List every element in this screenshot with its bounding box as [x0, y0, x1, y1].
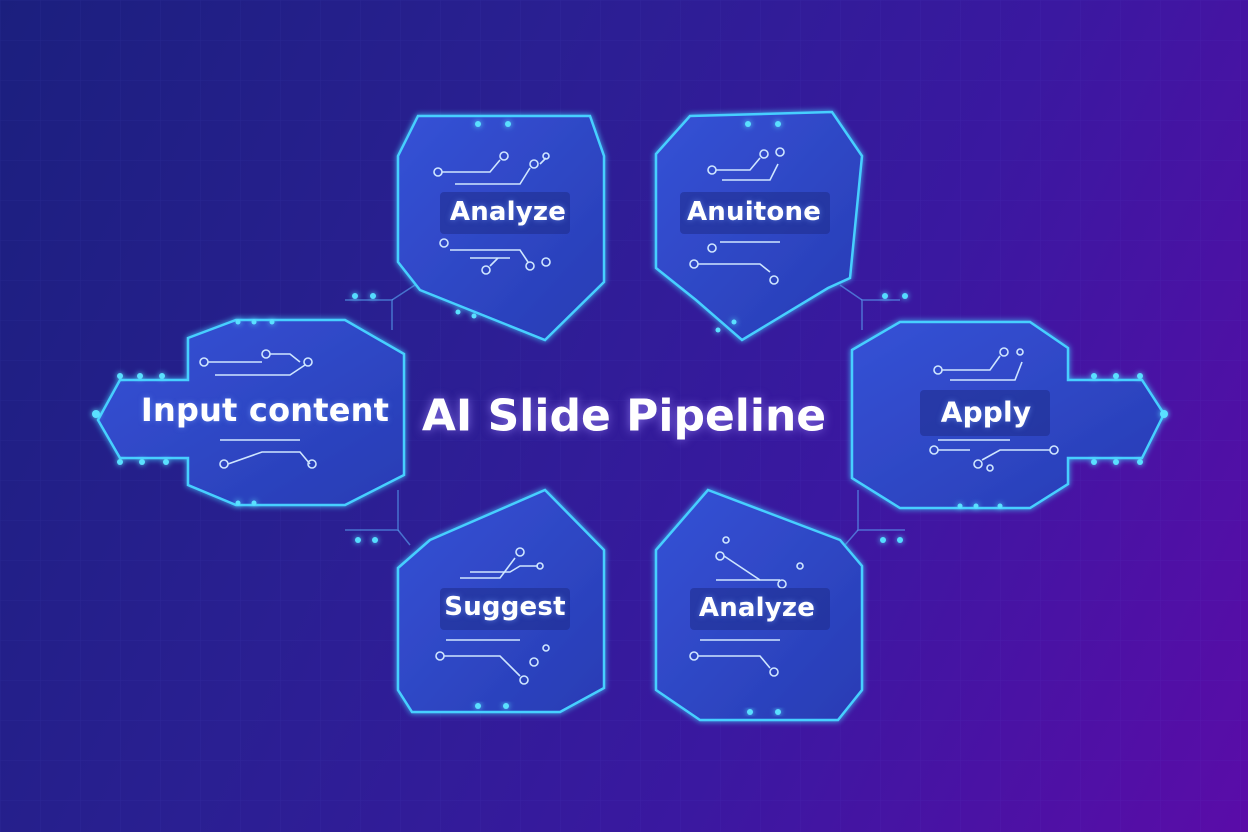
circuit-icon	[199, 349, 317, 469]
glow-dots	[957, 373, 1168, 509]
label-bands	[440, 192, 1050, 630]
node-shape	[96, 318, 406, 507]
circuit-icon	[929, 347, 1059, 472]
connector-lines	[345, 284, 905, 546]
circuit-icon	[689, 536, 804, 677]
node-label-anuitone: Anuitone	[686, 197, 822, 227]
glow-dots	[92, 319, 275, 506]
circuit-icon	[433, 151, 551, 275]
node-label-apply: Apply	[940, 395, 1032, 429]
node-label-input-content: Input content	[140, 391, 390, 429]
glow-dots	[715, 121, 781, 333]
node-label-suggest: Suggest	[444, 592, 566, 622]
glow-dots	[455, 121, 511, 319]
diagram-title: AI Slide Pipeline	[421, 390, 827, 442]
node-label-analyze-top: Analyze	[449, 197, 567, 227]
node-input-content	[92, 318, 406, 507]
glow-dots	[475, 703, 509, 709]
circuit-icon	[689, 147, 785, 285]
connector-dots	[352, 293, 908, 543]
glow-dots	[747, 709, 781, 715]
circuit-icon	[435, 547, 550, 685]
node-label-analyze-bottom: Analyze	[698, 593, 816, 623]
